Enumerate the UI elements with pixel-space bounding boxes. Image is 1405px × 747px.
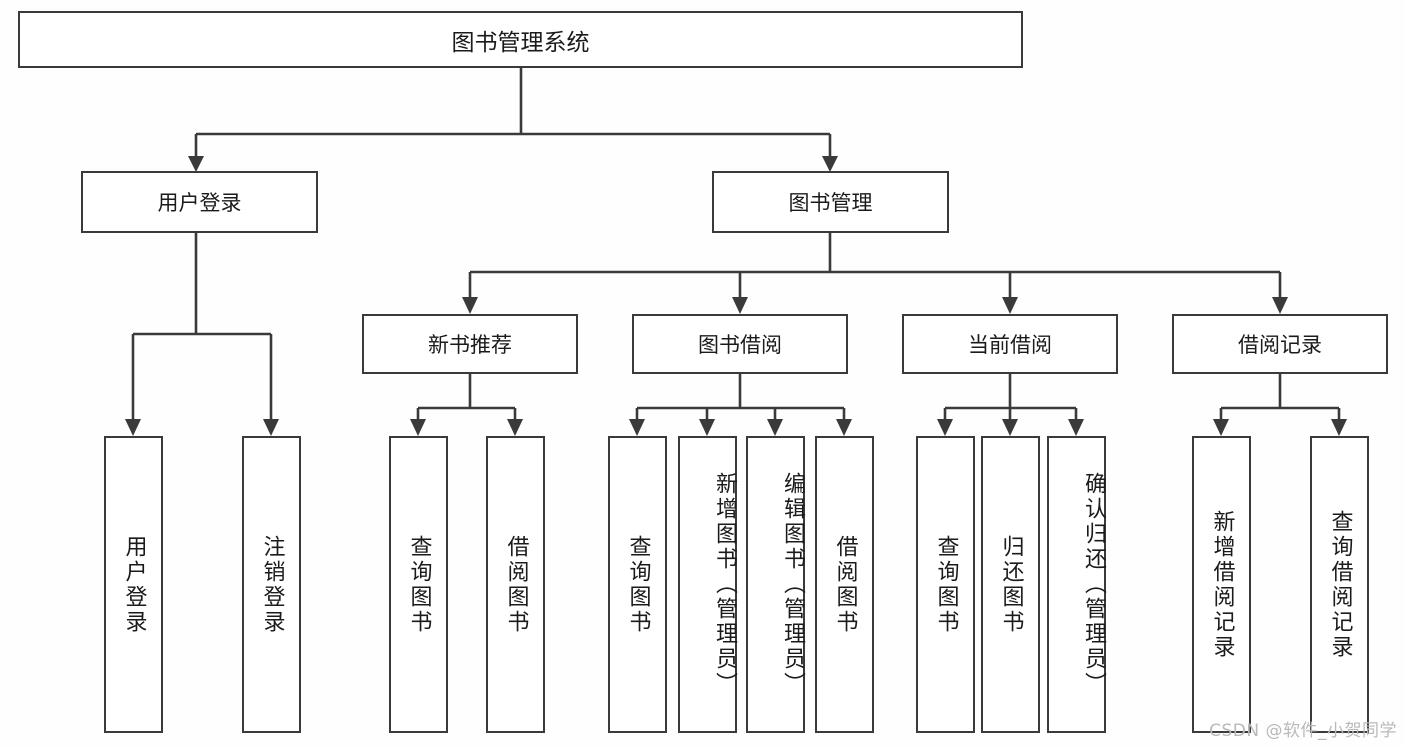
leaf-label: 新增图书（管理员） bbox=[712, 472, 737, 697]
arrowhead-cb-leaf-1 bbox=[937, 419, 953, 436]
node-label: 当前借阅 bbox=[968, 333, 1052, 357]
leaf-label: 新增借阅记录 bbox=[1209, 509, 1235, 660]
arrowhead-bb-leaf-3 bbox=[767, 419, 783, 436]
leaf-label: 查询图书 bbox=[933, 534, 959, 635]
arrowhead-leaf-user-login bbox=[125, 419, 141, 436]
node-label: 借阅记录 bbox=[1238, 333, 1322, 357]
node-new-book-recommend[interactable]: 新书推荐 bbox=[362, 314, 578, 374]
leaf-book-borrow-borrow-book[interactable]: 借阅图书 bbox=[815, 436, 874, 733]
node-book-borrow[interactable]: 图书借阅 bbox=[632, 314, 848, 374]
leaf-label: 查询借阅记录 bbox=[1327, 509, 1353, 660]
node-book-management[interactable]: 图书管理 bbox=[712, 171, 949, 233]
node-label: 图书借阅 bbox=[698, 333, 782, 357]
arrowhead-borrow-record bbox=[1272, 297, 1288, 314]
leaf-label: 编辑图书（管理员） bbox=[780, 472, 805, 697]
leaf-borrow-record-add-record[interactable]: 新增借阅记录 bbox=[1192, 436, 1251, 733]
node-label: 新书推荐 bbox=[428, 333, 512, 357]
arrowhead-user-login bbox=[188, 156, 204, 172]
arrowhead-br-leaf-1 bbox=[1213, 419, 1229, 436]
arrowhead-bb-leaf-1 bbox=[629, 419, 645, 436]
node-user-login[interactable]: 用户登录 bbox=[81, 171, 318, 233]
node-label: 图书管理系统 bbox=[451, 29, 590, 56]
leaf-current-borrow-confirm-return[interactable]: 确认归还（管理员） bbox=[1047, 436, 1106, 733]
leaf-label: 查询图书 bbox=[406, 534, 432, 635]
arrowhead-book-manage bbox=[822, 156, 838, 172]
leaf-label: 归还图书 bbox=[998, 534, 1024, 635]
leaf-label: 用户登录 bbox=[121, 534, 147, 635]
leaf-book-borrow-edit-book[interactable]: 编辑图书（管理员） bbox=[746, 436, 805, 733]
arrowhead-bb-leaf-2 bbox=[699, 419, 715, 436]
arrowhead-bb-leaf-4 bbox=[836, 419, 852, 436]
node-root-system[interactable]: 图书管理系统 bbox=[18, 11, 1023, 68]
node-label: 用户登录 bbox=[157, 191, 242, 215]
leaf-user-login-login[interactable]: 用户登录 bbox=[104, 436, 163, 733]
node-borrow-record[interactable]: 借阅记录 bbox=[1172, 314, 1388, 374]
arrowhead-cb-leaf-3 bbox=[1068, 419, 1084, 436]
arrowhead-new-book bbox=[462, 297, 478, 314]
leaf-new-book-query-book[interactable]: 查询图书 bbox=[389, 436, 448, 733]
leaf-current-borrow-query-book[interactable]: 查询图书 bbox=[916, 436, 975, 733]
leaf-current-borrow-return-book[interactable]: 归还图书 bbox=[981, 436, 1040, 733]
leaf-book-borrow-query-book[interactable]: 查询图书 bbox=[608, 436, 667, 733]
arrowhead-nb-leaf-2 bbox=[507, 419, 523, 436]
leaf-label: 借阅图书 bbox=[832, 534, 858, 635]
arrowhead-leaf-logout bbox=[263, 419, 279, 436]
leaf-book-borrow-add-book[interactable]: 新增图书（管理员） bbox=[678, 436, 737, 733]
node-label: 图书管理 bbox=[788, 191, 873, 215]
arrowhead-book-borrow bbox=[732, 297, 748, 314]
leaf-label: 借阅图书 bbox=[503, 534, 529, 635]
watermark-text: CSDN @软件_小贺同学 bbox=[1209, 721, 1397, 741]
leaf-label: 查询图书 bbox=[625, 534, 651, 635]
arrowhead-nb-leaf-1 bbox=[410, 419, 426, 436]
arrowhead-cb-leaf-2 bbox=[1002, 419, 1018, 436]
node-current-borrow[interactable]: 当前借阅 bbox=[902, 314, 1118, 374]
arrowhead-current-borrow bbox=[1002, 297, 1018, 314]
leaf-new-book-borrow-book[interactable]: 借阅图书 bbox=[486, 436, 545, 733]
arrowhead-br-leaf-2 bbox=[1331, 419, 1347, 436]
leaf-user-login-logout[interactable]: 注销登录 bbox=[242, 436, 301, 733]
leaf-label: 注销登录 bbox=[259, 534, 285, 635]
leaf-label: 确认归还（管理员） bbox=[1081, 472, 1106, 697]
leaf-borrow-record-query-record[interactable]: 查询借阅记录 bbox=[1310, 436, 1369, 733]
